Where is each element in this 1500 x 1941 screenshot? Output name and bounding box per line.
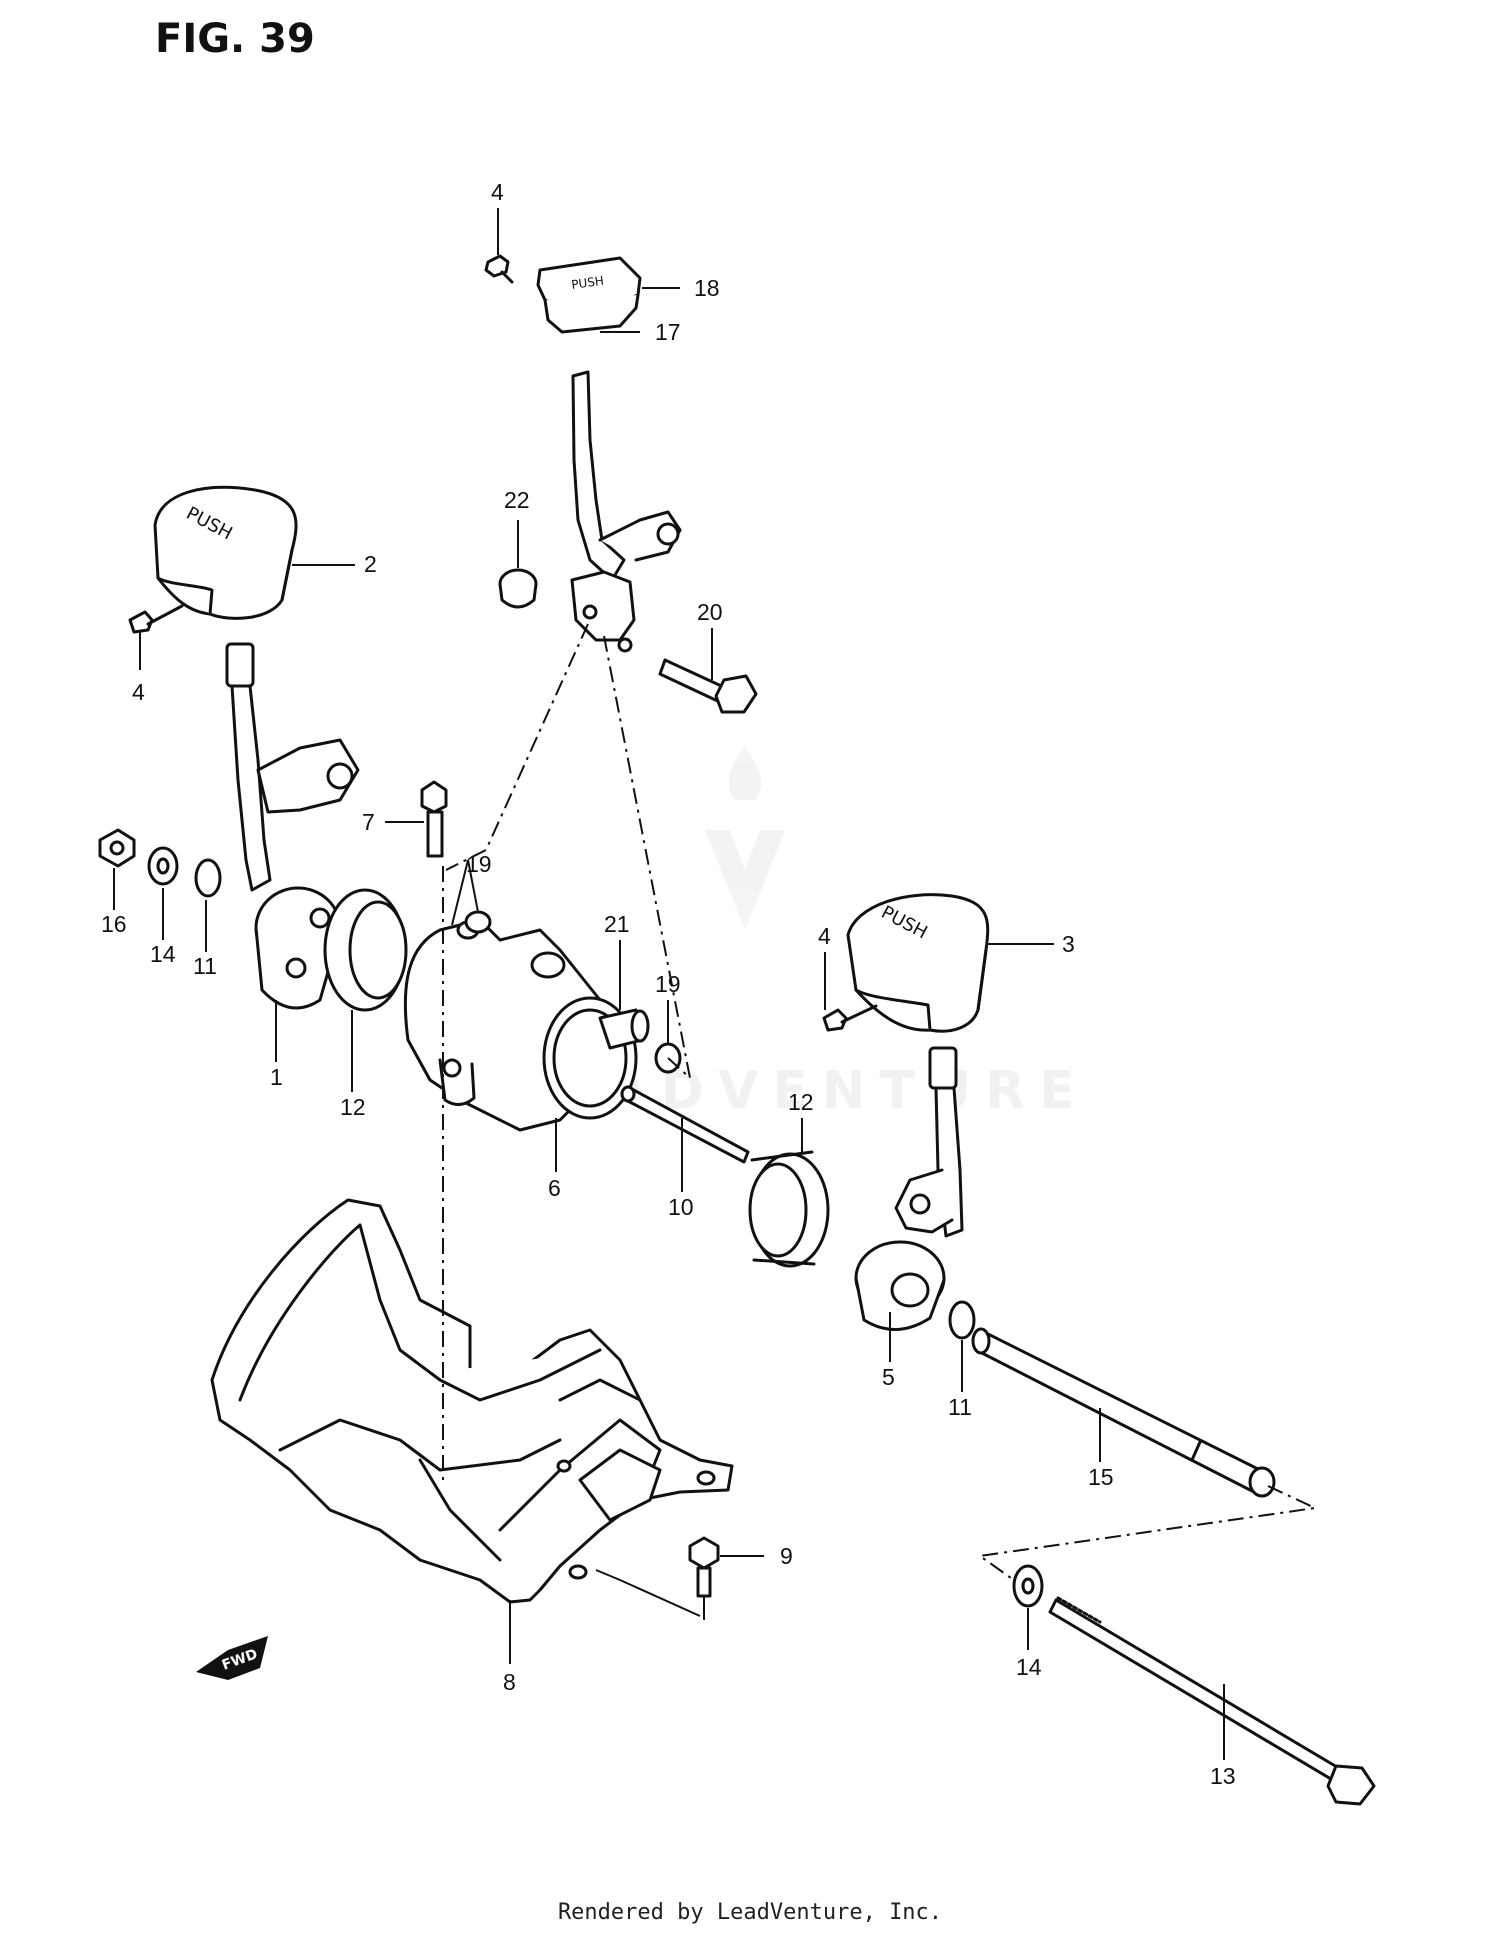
callout-17: 17: [655, 319, 681, 345]
part-3-knob: PUSH: [846, 893, 990, 1033]
part-20-bolt: [658, 658, 758, 714]
callout-4-top: 4: [491, 179, 504, 205]
callout-13: 13: [1210, 1763, 1236, 1789]
part-4-right-screw: [822, 1004, 878, 1032]
part-11-left-clip: [194, 858, 222, 898]
part-10-rod: [620, 1085, 750, 1164]
part-13-bolt: [1048, 1596, 1376, 1806]
callout-11-left: 11: [193, 953, 217, 979]
callout-12-left: 12: [340, 1094, 366, 1120]
callout-20: 20: [697, 599, 723, 625]
callout-16: 16: [101, 911, 127, 937]
part-17-lever: [570, 370, 682, 653]
part-18-cap: PUSH: [536, 256, 642, 334]
part-5-lever: [854, 1046, 964, 1331]
callout-8: 8: [503, 1669, 516, 1695]
part-1-lever: [225, 642, 360, 1010]
part-11-right-clip: [948, 1300, 976, 1340]
part-14-right-washer: [1012, 1564, 1044, 1608]
callout-15: 15: [1088, 1464, 1114, 1490]
callout-2: 2: [364, 551, 377, 577]
callout-10: 10: [668, 1194, 694, 1220]
figure-title: FIG. 39: [155, 16, 315, 62]
callout-9: 9: [780, 1543, 793, 1569]
callout-4-left: 4: [132, 679, 145, 705]
part-4-left-screw: [128, 604, 184, 634]
callout-21: 21: [604, 911, 630, 937]
part-14-left-washer: [147, 846, 179, 886]
part-4-top-screw: [484, 254, 514, 284]
part-16-nut: [98, 828, 136, 868]
part-7-bolt: [420, 780, 448, 858]
callout-3: 3: [1062, 931, 1075, 957]
part-22-bushing: [498, 568, 538, 609]
part-19-left-clip: [464, 910, 492, 934]
callout-11-right: 11: [948, 1394, 972, 1420]
part-12-left-seal: [323, 888, 408, 1012]
callout-1: 1: [270, 1064, 283, 1090]
callout-18: 18: [694, 275, 720, 301]
callout-19-right: 19: [655, 971, 681, 997]
callout-4-right: 4: [818, 923, 831, 949]
fwd-arrow-icon: FWD: [196, 1636, 268, 1680]
footer-credit: Rendered by LeadVenture, Inc.: [557, 1900, 943, 1925]
callout-6: 6: [548, 1175, 561, 1201]
callout-14-right: 14: [1016, 1654, 1042, 1680]
callout-7: 7: [362, 809, 375, 835]
part-9-bolt: [688, 1536, 720, 1598]
part-2-knob: PUSH: [153, 485, 298, 620]
callout-5: 5: [882, 1364, 895, 1390]
callout-22: 22: [504, 487, 530, 513]
callout-12-right: 12: [788, 1089, 814, 1115]
part-8-bracket: [210, 1198, 734, 1604]
callout-14-left: 14: [150, 941, 176, 967]
callout-19-left: 19: [466, 851, 492, 877]
part-15-shaft: [971, 1327, 1276, 1498]
part-12-right-seal: [748, 1150, 830, 1268]
part-21-pin: [598, 1008, 650, 1050]
part-18-label: PUSH: [570, 274, 604, 292]
